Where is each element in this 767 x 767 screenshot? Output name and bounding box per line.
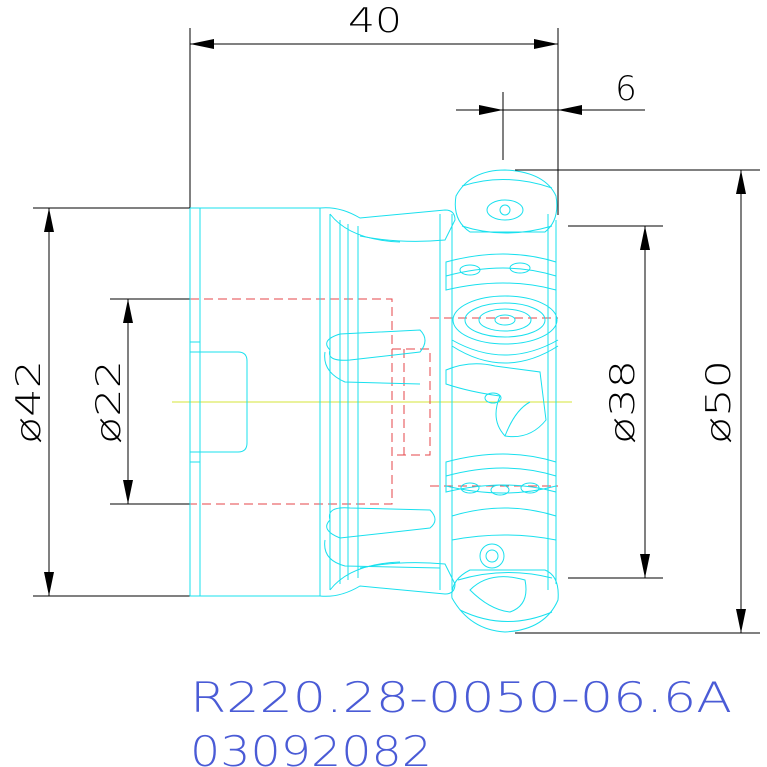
dimension-dia-22-label: ø22 xyxy=(89,360,129,444)
dimension-dia-22: ø22 xyxy=(89,298,190,505)
part-number: R220.28-0050-06.6A xyxy=(190,673,732,722)
dimension-40: 40 xyxy=(189,1,559,215)
dimension-dia-50: ø50 xyxy=(515,169,760,634)
dimension-40-label: 40 xyxy=(348,1,402,41)
part-code: 03092082 xyxy=(190,727,432,767)
cutter-body xyxy=(189,169,559,633)
hidden-bore xyxy=(190,298,558,505)
dimension-6: 6 xyxy=(456,69,645,160)
dimension-dia-42: ø42 xyxy=(9,207,190,597)
dimension-dia-42-label: ø42 xyxy=(9,360,49,444)
dimension-dia-38-label: ø38 xyxy=(603,360,643,444)
dimension-dia-38: ø38 xyxy=(568,225,663,579)
dimension-6-label: 6 xyxy=(615,69,637,109)
dimension-dia-50-label: ø50 xyxy=(699,360,739,444)
